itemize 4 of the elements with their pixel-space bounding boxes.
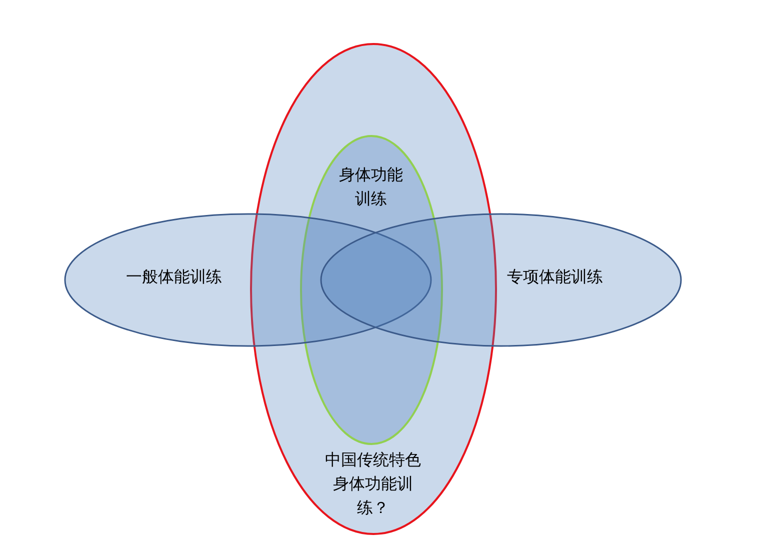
ellipse-label: 中国传统特色身体功能训练？: [324, 449, 422, 519]
ellipse-label: 一般体能训练: [125, 266, 223, 288]
ellipse-label: 专项体能训练: [506, 266, 604, 288]
ellipse-label: 身体功能训练: [338, 164, 404, 210]
